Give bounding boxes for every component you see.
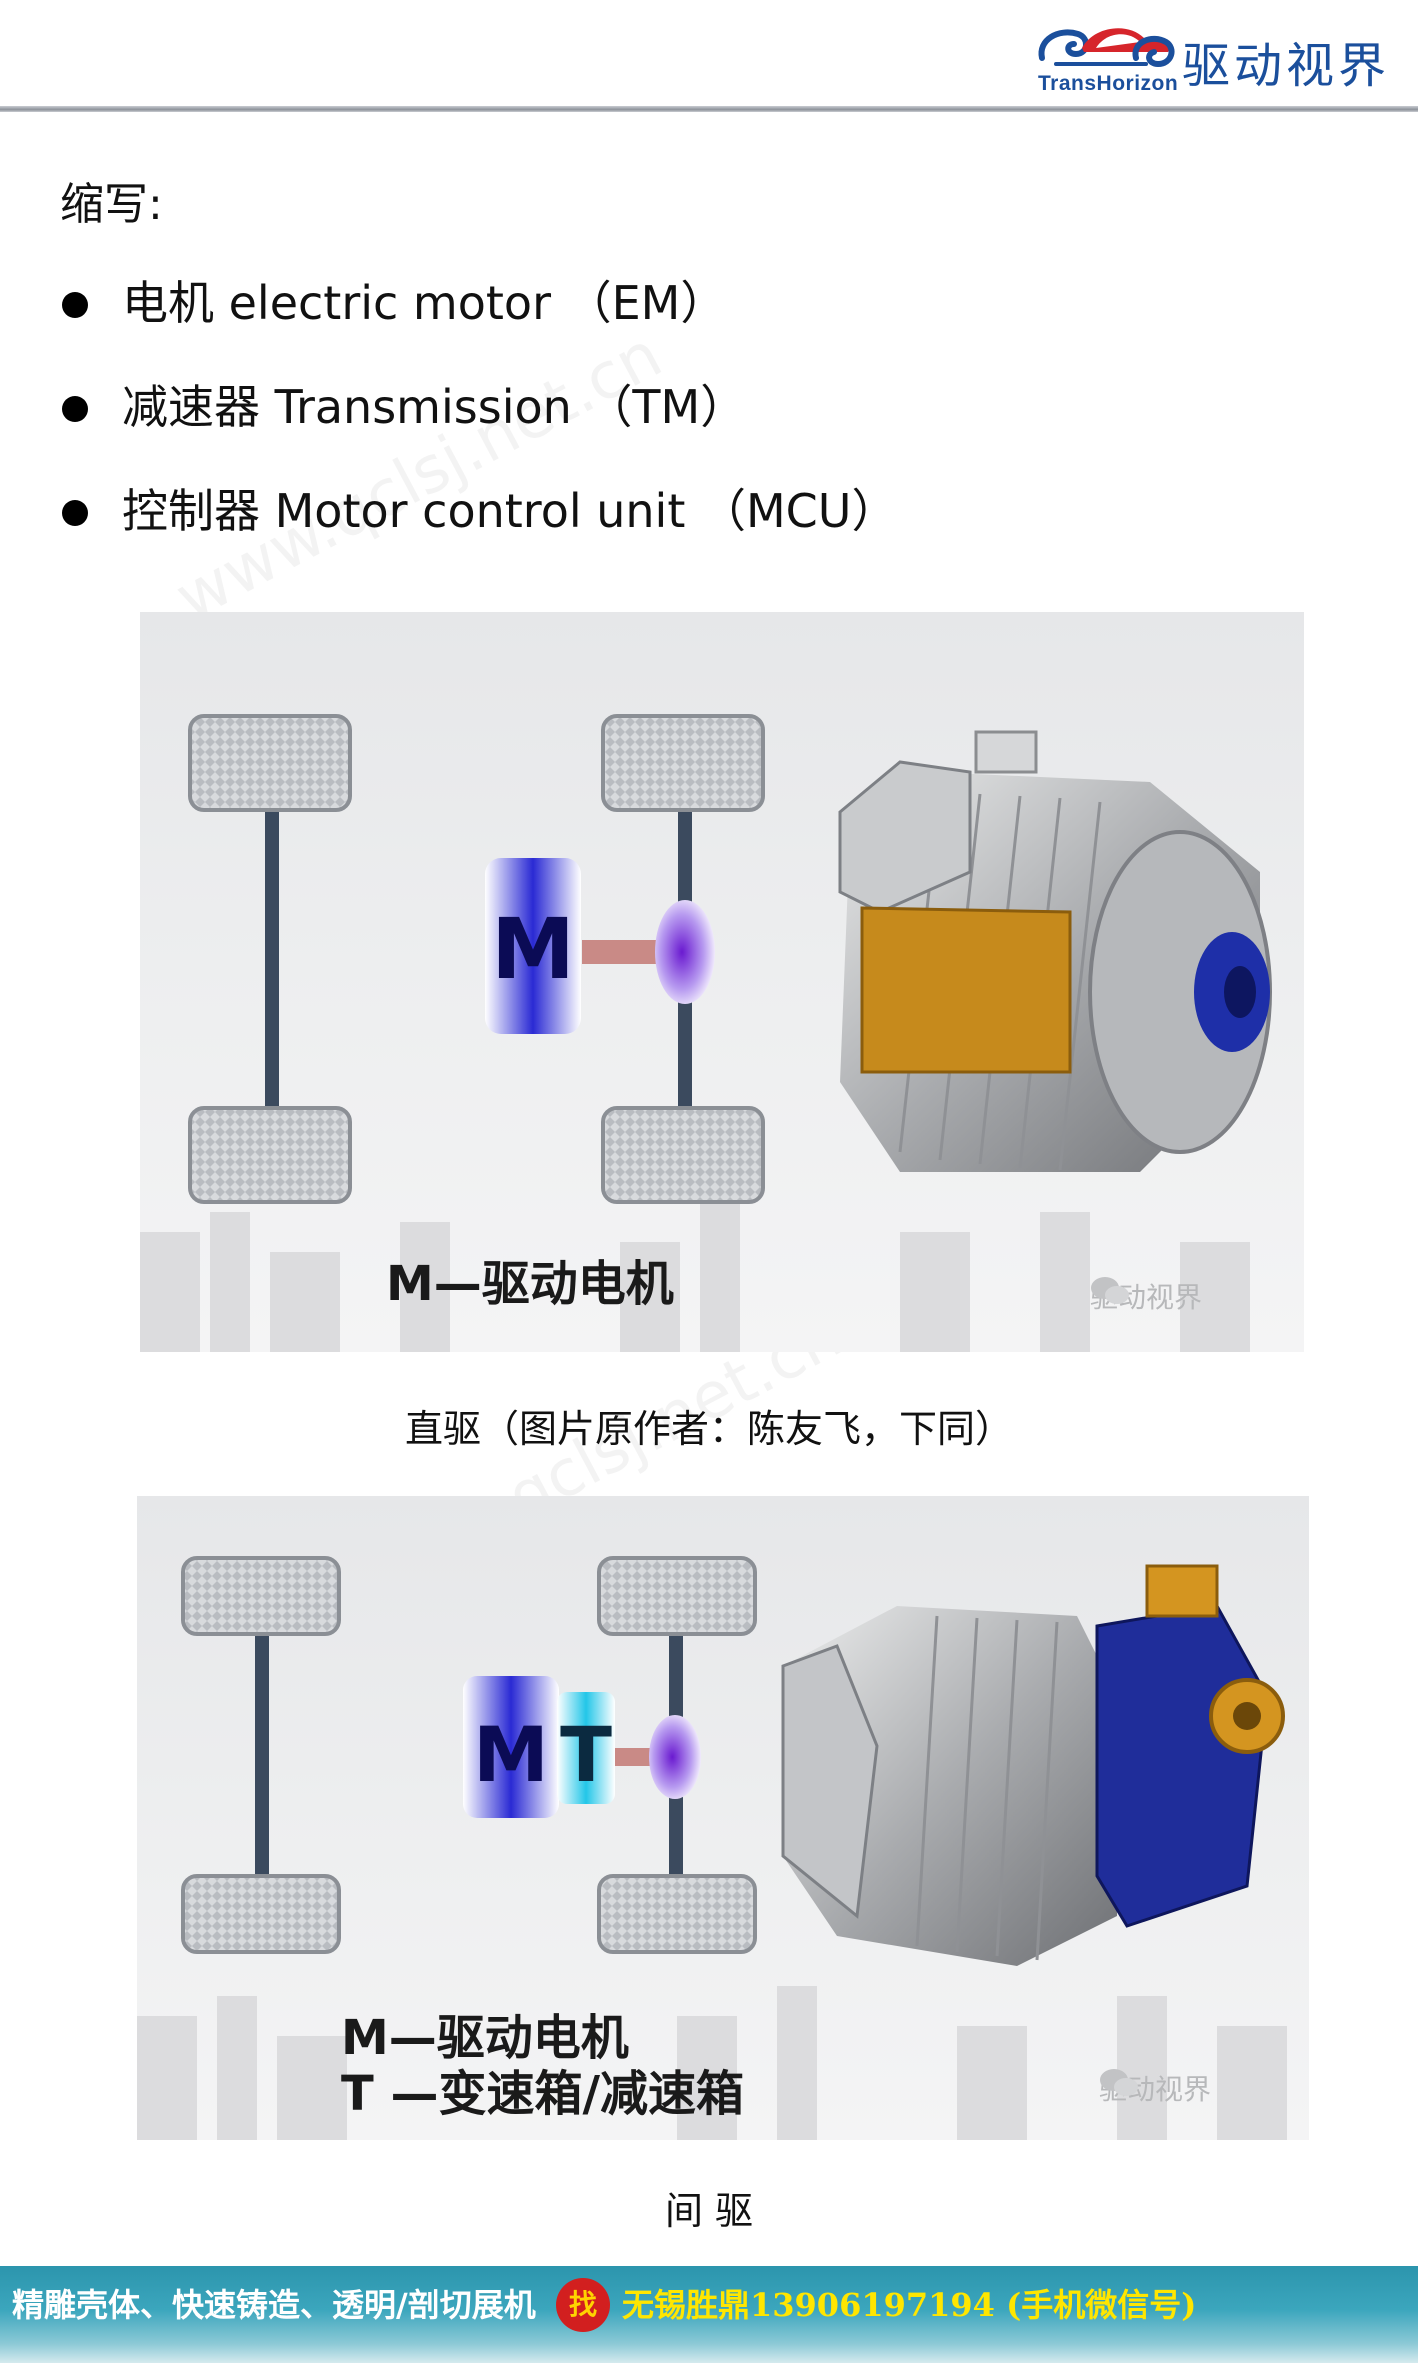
motor-transmission-render-image	[781, 1564, 1285, 1966]
transmission-block-letter: T	[560, 1710, 612, 1799]
motor-render-image	[838, 730, 1272, 1172]
footer-badge: 找	[556, 2278, 610, 2332]
abbreviation-list: 电机 electric motor （EM） 减速器 Transmission …	[60, 268, 897, 580]
abbreviation-text: 电机 electric motor （EM）	[122, 276, 727, 330]
advert-footer: 精雕壳体、快速铸造、透明/剖切展机 找 无锡胜鼎13906197194 (手机微…	[0, 2266, 1418, 2363]
footer-service-text: 精雕壳体、快速铸造、透明/剖切展机	[12, 2286, 536, 2324]
indirect-drive-diagram: M T	[137, 1556, 1287, 2140]
brand-logo: TransHorizon 驱动视界	[1036, 14, 1396, 98]
list-item: 减速器 Transmission （TM）	[60, 372, 897, 476]
wechat-icon	[1091, 1277, 1129, 1304]
page-header: TransHorizon 驱动视界	[0, 0, 1418, 112]
direct-drive-figure: M M—驱动电机 驱动视界	[140, 612, 1304, 1352]
abbreviation-text: 控制器 Motor control unit （MCU）	[122, 484, 898, 538]
direct-drive-diagram: M	[140, 714, 1272, 1352]
car-swirl-logo-icon	[1038, 28, 1175, 68]
figure-caption: 间 驱	[664, 2189, 754, 2233]
list-item: 电机 electric motor （EM）	[60, 268, 897, 372]
figure-label: T —变速箱/减速箱	[341, 2066, 744, 2122]
wechat-icon	[1100, 2069, 1138, 2096]
figure-watermark: 驱动视界	[1099, 2068, 1211, 2108]
footer-contact-text: 无锡胜鼎13906197194 (手机微信号)	[622, 2286, 1197, 2324]
motor-block-letter: M	[473, 1710, 549, 1799]
figure-label: M—驱动电机	[386, 1256, 674, 1312]
list-item: 控制器 Motor control unit （MCU）	[60, 476, 897, 580]
bullet-dot-icon	[62, 500, 88, 526]
motor-block-letter: M	[491, 900, 575, 998]
header-divider	[0, 106, 1418, 112]
skyline-backdrop	[137, 1986, 1287, 2140]
figure-watermark: 驱动视界	[1090, 1276, 1202, 1316]
skyline-backdrop	[140, 1202, 1250, 1352]
abbreviation-heading: 缩写:	[60, 179, 163, 230]
figure-label: M—驱动电机	[341, 2010, 629, 2066]
figure-caption: 直驱（图片原作者：陈友飞，下同）	[404, 1407, 1013, 1451]
bullet-dot-icon	[62, 292, 88, 318]
logo-chinese-text: 驱动视界	[1182, 38, 1391, 94]
indirect-drive-figure: M T M—驱动电机 T —变速箱/减速箱 驱动视界	[137, 1496, 1309, 2140]
logo-english-text: TransHorizon	[1038, 72, 1179, 95]
abbreviation-text: 减速器 Transmission （TM）	[122, 380, 747, 434]
bullet-dot-icon	[62, 396, 88, 422]
